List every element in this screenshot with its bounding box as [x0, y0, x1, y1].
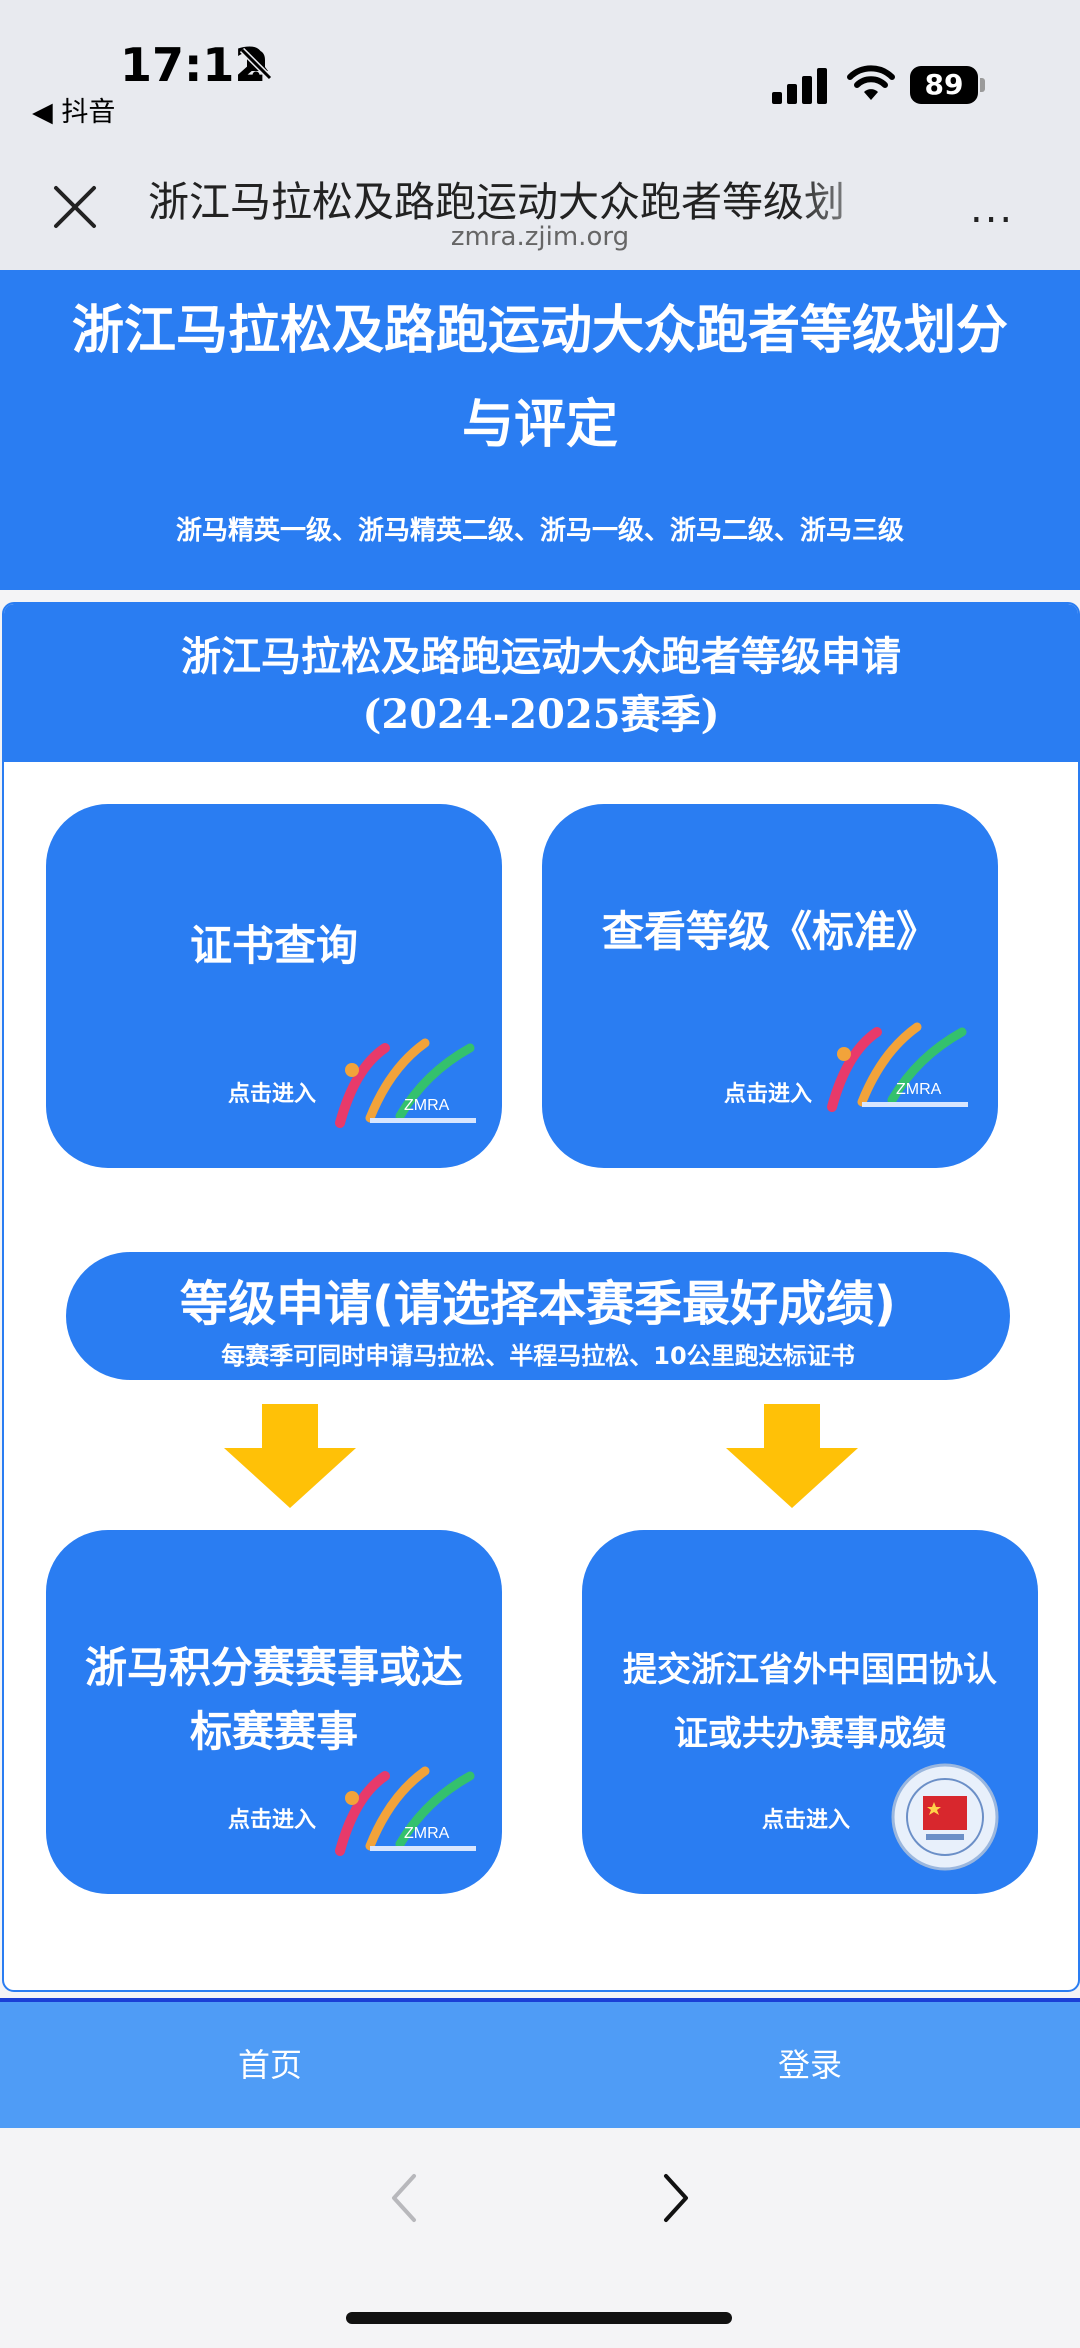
- pill-title: 等级申请(请选择本赛季最好成绩): [180, 1276, 896, 1332]
- browser-toolbar: [0, 2128, 1080, 2348]
- back-arrow-icon[interactable]: [384, 2168, 424, 2228]
- svg-text:ZMRA: ZMRA: [896, 1081, 942, 1098]
- home-indicator[interactable]: [346, 2312, 732, 2324]
- view-standard-button[interactable]: 查看等级《标准》 点击进入 ZMRA: [542, 804, 998, 1168]
- wifi-icon: [847, 65, 895, 100]
- status-bar: 17:12 ◀ 抖音 89: [0, 0, 1080, 150]
- card-enter-text: 点击进入: [762, 1808, 851, 1833]
- card-label: 查看等级《标准》: [601, 907, 938, 956]
- battery-level: 89: [910, 66, 978, 104]
- nav-home[interactable]: 首页: [237, 2046, 302, 2084]
- back-to-app-link[interactable]: ◀ 抖音: [32, 97, 116, 128]
- card-label: 提交浙江省外中国田协认证或共办赛事成绩: [623, 1650, 997, 1754]
- zmra-logo-icon: ZMRA: [335, 1038, 476, 1128]
- zmra-logo-icon: ZMRA: [827, 1022, 968, 1112]
- browser-header: 浙江马拉松及路跑运动大众跑者等级划 zmra.zjim.org ...: [0, 150, 1080, 270]
- card-enter-text: 点击进入: [228, 1808, 317, 1833]
- panel-title: 浙江马拉松及路跑运动大众跑者等级申请: [181, 633, 901, 680]
- bottom-nav: 首页 登录: [0, 1998, 1080, 2128]
- battery-icon: 89: [910, 66, 986, 106]
- panel-season: (2024-2025赛季): [362, 691, 720, 738]
- hero-banner: 浙江马拉松及路跑运动大众跑者等级划分与评定 浙马精英一级、浙马精英二级、浙马一级…: [0, 270, 1080, 590]
- arrow-down-icon: [224, 1404, 356, 1508]
- bell-muted-icon: [239, 47, 273, 81]
- outside-events-button[interactable]: 提交浙江省外中国田协认证或共办赛事成绩 点击进入: [582, 1530, 1038, 1894]
- zmra-events-button[interactable]: 浙马积分赛赛事或达标赛赛事 点击进入 ZMRA: [46, 1530, 502, 1894]
- status-time: 17:12: [120, 38, 267, 92]
- pill-subtitle: 每赛季可同时申请马拉松、半程马拉松、10公里跑达标证书: [221, 1342, 855, 1370]
- certificate-query-button[interactable]: 证书查询 点击进入 ZMRA: [46, 804, 502, 1168]
- banner-subtitle: 浙马精英一级、浙马精英二级、浙马一级、浙马二级、浙马三级: [175, 516, 904, 546]
- page-url: zmra.zjim.org: [450, 222, 630, 252]
- page-title: 浙江马拉松及路跑运动大众跑者等级划: [148, 178, 845, 226]
- card-label: 浙马积分赛赛事或达标赛赛事: [84, 1643, 463, 1756]
- cellular-signal-icon: [772, 68, 827, 104]
- forward-arrow-icon[interactable]: [656, 2168, 696, 2228]
- athletics-association-logo-icon: [891, 1763, 999, 1871]
- svg-text:ZMRA: ZMRA: [404, 1825, 450, 1842]
- close-icon[interactable]: [50, 182, 100, 232]
- card-enter-text: 点击进入: [228, 1082, 317, 1107]
- level-application-pill: 等级申请(请选择本赛季最好成绩) 每赛季可同时申请马拉松、半程马拉松、10公里跑…: [66, 1252, 1010, 1380]
- panel-header: 浙江马拉松及路跑运动大众跑者等级申请 (2024-2025赛季): [4, 604, 1078, 762]
- zmra-logo-icon: ZMRA: [335, 1766, 476, 1856]
- arrow-down-icon: [726, 1404, 858, 1508]
- nav-login[interactable]: 登录: [777, 2046, 842, 2084]
- svg-text:ZMRA: ZMRA: [404, 1097, 450, 1114]
- more-options-button[interactable]: ...: [970, 186, 1015, 232]
- card-label: 证书查询: [189, 921, 358, 970]
- banner-title: 浙江马拉松及路跑运动大众跑者等级划分与评定: [71, 301, 1008, 455]
- card-enter-text: 点击进入: [724, 1082, 813, 1107]
